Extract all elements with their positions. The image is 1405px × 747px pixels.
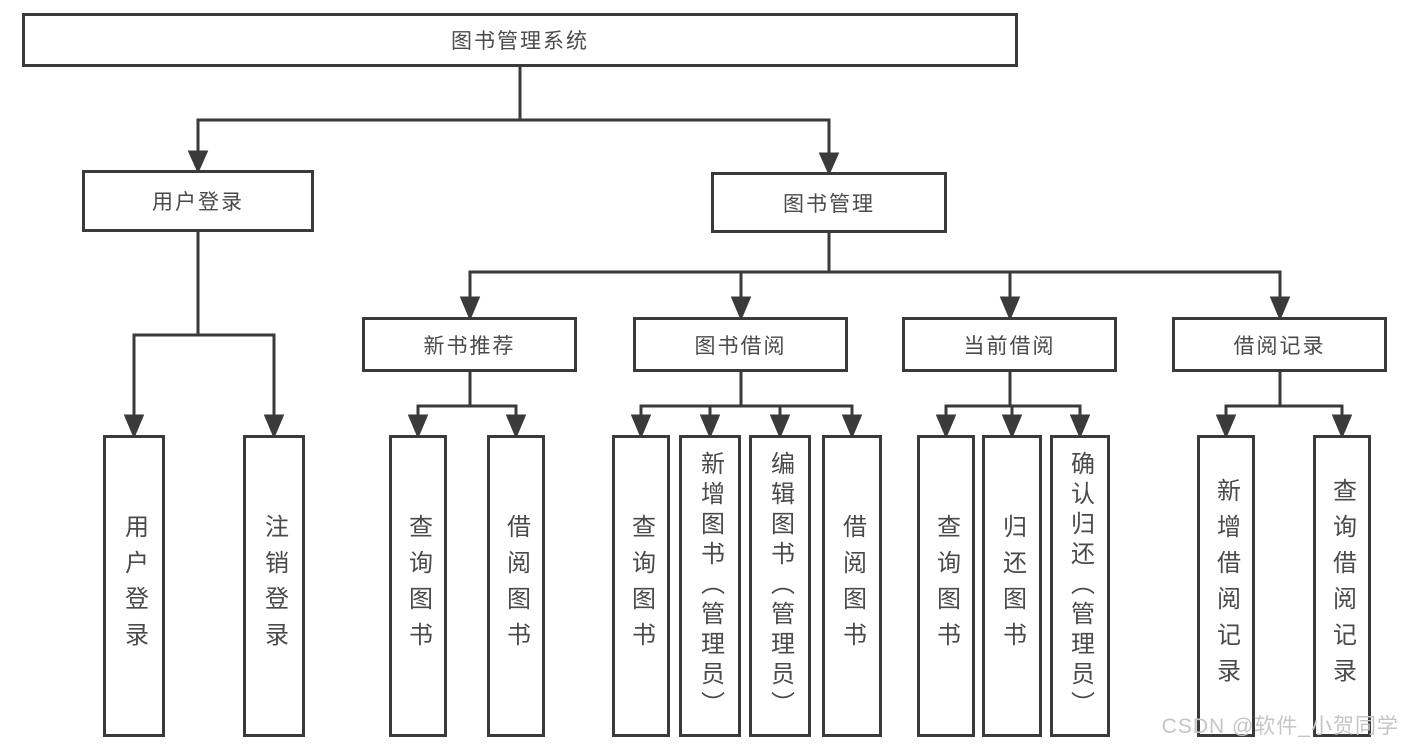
arrowhead: [769, 414, 791, 439]
arrowhead: [123, 414, 145, 439]
arrowhead: [263, 414, 285, 439]
arrowhead: [407, 414, 429, 439]
leaf-newbook-borrow-books: 借阅图书: [487, 435, 545, 737]
node-book-borrow: 图书借阅: [633, 317, 848, 372]
leaf-records-query-record: 查询借阅记录: [1313, 435, 1371, 737]
arrowhead: [699, 414, 721, 439]
leaf-records-add-record: 新增借阅记录: [1197, 435, 1255, 737]
node-user-login: 用户登录: [82, 170, 314, 232]
arrowhead: [818, 152, 840, 176]
arrowhead: [730, 296, 752, 321]
node-borrow-records: 借阅记录: [1172, 317, 1387, 372]
arrowhead: [999, 296, 1021, 321]
arrowhead: [1331, 414, 1353, 439]
leaf-borrow-borrow-books: 借阅图书: [822, 435, 882, 737]
node-book-management: 图书管理: [711, 172, 947, 233]
node-root: 图书管理系统: [22, 13, 1018, 67]
arrowhead: [187, 150, 209, 174]
leaf-user-login: 用户登录: [103, 435, 165, 737]
leaf-borrow-query-books: 查询图书: [612, 435, 670, 737]
leaf-borrow-add-books-admin: 新增图书（管理员）: [679, 435, 741, 737]
arrowhead: [1001, 414, 1023, 439]
arrowhead: [841, 414, 863, 439]
leaf-logout: 注销登录: [243, 435, 305, 737]
arrowhead: [1269, 296, 1291, 321]
leaf-newbook-query-books: 查询图书: [389, 435, 447, 737]
node-new-book-recommend: 新书推荐: [362, 317, 577, 372]
leaf-current-query-books: 查询图书: [917, 435, 975, 737]
leaf-borrow-edit-books-admin: 编辑图书（管理员）: [749, 435, 811, 737]
arrowhead: [459, 296, 481, 321]
arrowhead: [1215, 414, 1237, 439]
arrowhead: [935, 414, 957, 439]
leaf-current-confirm-return-admin: 确认归还（管理员）: [1050, 435, 1110, 737]
csdn-watermark: CSDN @软件_小贺同学: [1161, 715, 1399, 738]
arrowhead: [1069, 414, 1091, 439]
leaf-current-return-books: 归还图书: [982, 435, 1042, 737]
arrowhead: [630, 414, 652, 439]
node-current-borrow: 当前借阅: [902, 317, 1117, 372]
arrowhead: [505, 414, 527, 439]
